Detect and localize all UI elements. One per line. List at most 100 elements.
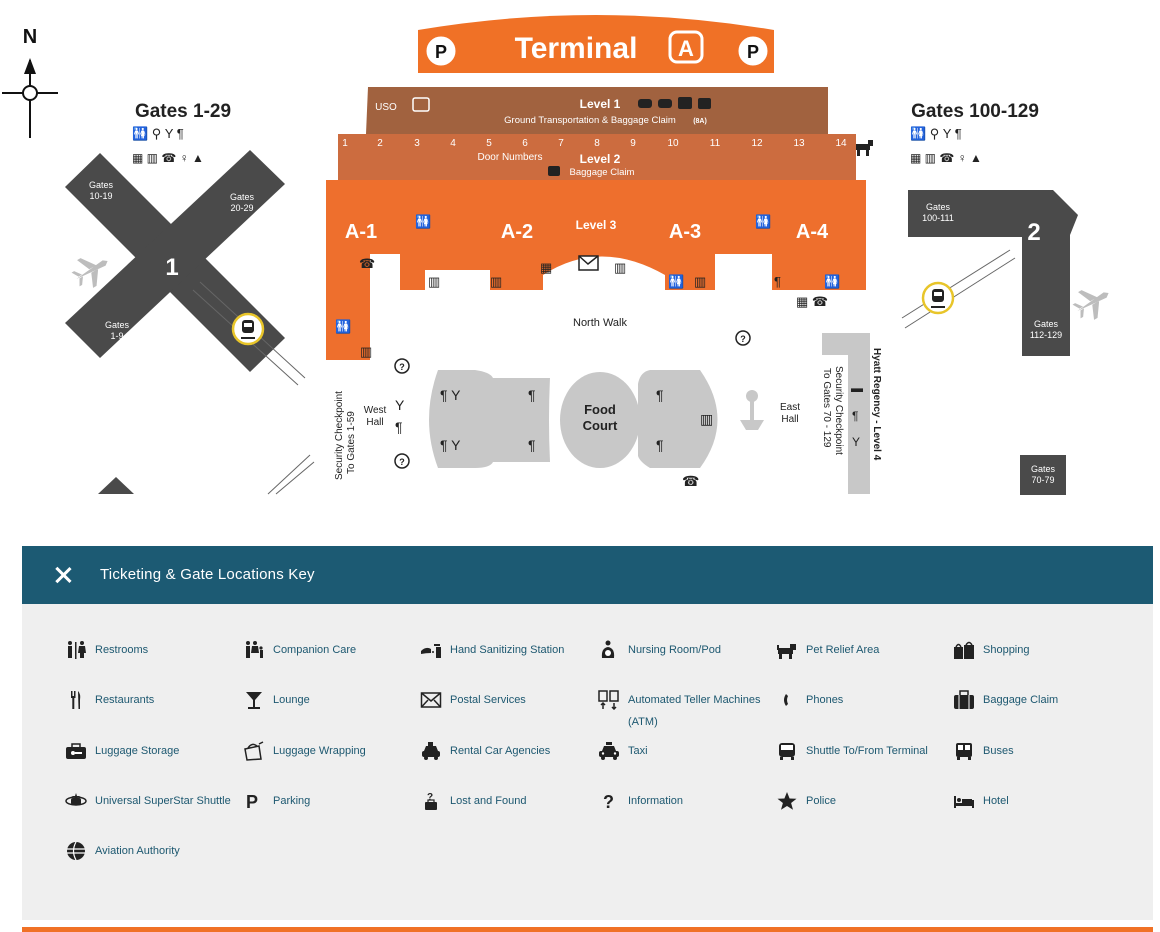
- bus-icon: [956, 743, 972, 760]
- atm-icon: [598, 690, 619, 710]
- west-hall-label: West: [364, 405, 387, 416]
- level-2-area: 1 2 3 4 5 6 7 8 9 10 11 12 13 14 Door Nu…: [338, 134, 856, 180]
- compass-icon: N: [2, 26, 58, 138]
- level-1-subtitle: Ground Transportation & Baggage Claim: [504, 115, 676, 126]
- door-number: 14: [835, 138, 847, 149]
- terminal-title: Terminal: [515, 32, 638, 65]
- door-numbers-label: Door Numbers: [477, 152, 542, 163]
- taxi-icon: [599, 742, 619, 760]
- baggage-claim-icon: [548, 166, 560, 176]
- level-1-area: USO Level 1 Ground Transportation & Bagg…: [366, 87, 828, 134]
- key-item-label: Information: [628, 795, 684, 807]
- key-title: Ticketing & Gate Locations Key: [100, 566, 315, 583]
- key-item-label: Shopping: [983, 644, 1030, 656]
- gates-70-79-range: 70-79: [1031, 475, 1054, 485]
- svg-text:?: ?: [399, 362, 405, 372]
- food-court: [429, 370, 718, 468]
- section-a2: A-2: [501, 221, 533, 243]
- svg-text:Y: Y: [852, 435, 860, 449]
- svg-text:¶: ¶: [774, 274, 781, 289]
- svg-text:Security CheckpointTo Gates 70: Security CheckpointTo Gates 70 - 129: [821, 366, 844, 455]
- svg-text:?: ?: [603, 792, 614, 811]
- svg-text:▦: ▦: [540, 260, 552, 275]
- level-2-title: Level 2: [580, 152, 621, 166]
- lounge-icon: [246, 692, 262, 709]
- key-item-label: Rental Car Agencies: [450, 745, 551, 757]
- key-item-label: Companion Care: [273, 644, 357, 656]
- shuttle-icon: [779, 743, 795, 760]
- svg-text:▦ ▥ ☎ ♀ ▲: ▦ ▥ ☎ ♀ ▲: [910, 151, 982, 165]
- police-icon: [777, 792, 797, 810]
- gates-10-19-range: 10-19: [89, 191, 112, 201]
- level-2-subtitle: Baggage Claim: [570, 167, 635, 178]
- information-icon: [394, 330, 751, 469]
- parking-right-label: P: [747, 42, 759, 62]
- luggage-wrapping-icon: [244, 741, 264, 761]
- gates-112-129-label: Gates: [1034, 319, 1059, 329]
- food-court-label: Food: [584, 402, 616, 417]
- door-number: 2: [377, 138, 383, 149]
- svg-text:¶: ¶: [528, 387, 536, 403]
- parking-icon: [423, 33, 459, 69]
- svg-text:¶: ¶: [656, 437, 664, 453]
- gates-1-9-label: Gates: [105, 320, 130, 330]
- concourse-2-number: 2: [1027, 219, 1040, 246]
- shopping-icon: [954, 641, 974, 659]
- door-number: 5: [486, 138, 492, 149]
- east-building: [822, 333, 870, 494]
- east-hall-label: East: [780, 402, 800, 413]
- close-icon[interactable]: [50, 562, 76, 588]
- parking-icon: [735, 33, 771, 69]
- baggage-claim-icon: [954, 690, 974, 709]
- svg-text:¶ Y: ¶ Y: [440, 437, 461, 453]
- hand-sanitizer-icon: [421, 644, 441, 658]
- train-icon: [921, 281, 955, 315]
- svg-text:¶: ¶: [395, 419, 403, 435]
- hyatt-label: Hyatt Regency - Level 4: [871, 348, 882, 461]
- security-east-label-2: To Gates 70 - 129: [821, 368, 832, 448]
- west-hall-label-2: Hall: [366, 417, 383, 428]
- key-header: Ticketing & Gate Locations Key: [22, 546, 1153, 604]
- svg-text:🚻: 🚻: [335, 319, 351, 334]
- door-number: 12: [751, 138, 763, 149]
- svg-text:▥: ▥: [614, 260, 626, 275]
- key-item-label: Postal Services: [450, 694, 526, 706]
- aviation-authority-icon: [67, 841, 85, 861]
- gates-100-111-range: 100-111: [922, 213, 954, 223]
- svg-text:Security CheckpointTo Gates 1-: Security CheckpointTo Gates 1-59: [334, 391, 357, 480]
- svg-text:▥: ▥: [694, 274, 706, 289]
- svg-text:▥: ▥: [490, 274, 502, 289]
- door-number: 13: [793, 138, 805, 149]
- gates-100-111-label: Gates: [926, 202, 951, 212]
- companion-care-icon: [246, 641, 263, 658]
- svg-text:🚻: 🚻: [668, 274, 684, 289]
- phone-icon: [784, 694, 788, 706]
- parking-left-label: P: [435, 42, 447, 62]
- svg-text:¶: ¶: [852, 409, 858, 423]
- key-item-label: Taxi: [628, 745, 648, 757]
- restroom-icon: [68, 641, 86, 659]
- svg-text:🚻: 🚻: [415, 214, 431, 229]
- svg-text:▥: ▥: [700, 411, 713, 427]
- key-item-label: Police: [806, 795, 836, 807]
- key-item-label: Lost and Found: [450, 795, 527, 807]
- svg-text:🚻: 🚻: [824, 274, 840, 289]
- svg-text:?: ?: [740, 334, 746, 344]
- svg-text:🚻: 🚻: [755, 214, 771, 229]
- door-number: 1: [342, 138, 348, 149]
- gates-70-79-block: [1020, 455, 1066, 495]
- gates-20-29-label: Gates: [230, 192, 255, 202]
- security-west-label-2: To Gates 1-59: [346, 411, 357, 474]
- key-item-label: Luggage Wrapping: [273, 745, 366, 757]
- key-item-label: Universal SuperStar Shuttle: [95, 795, 231, 807]
- key-item-label: Shuttle To/From Terminal: [806, 745, 928, 757]
- svg-text:☎: ☎: [359, 256, 375, 271]
- information-icon: ?: [603, 792, 614, 811]
- key-item-label: Parking: [273, 795, 311, 807]
- svg-text:?: ?: [399, 457, 405, 467]
- svg-text:Y: Y: [395, 397, 405, 413]
- gates-10-19-label: Gates: [89, 180, 114, 190]
